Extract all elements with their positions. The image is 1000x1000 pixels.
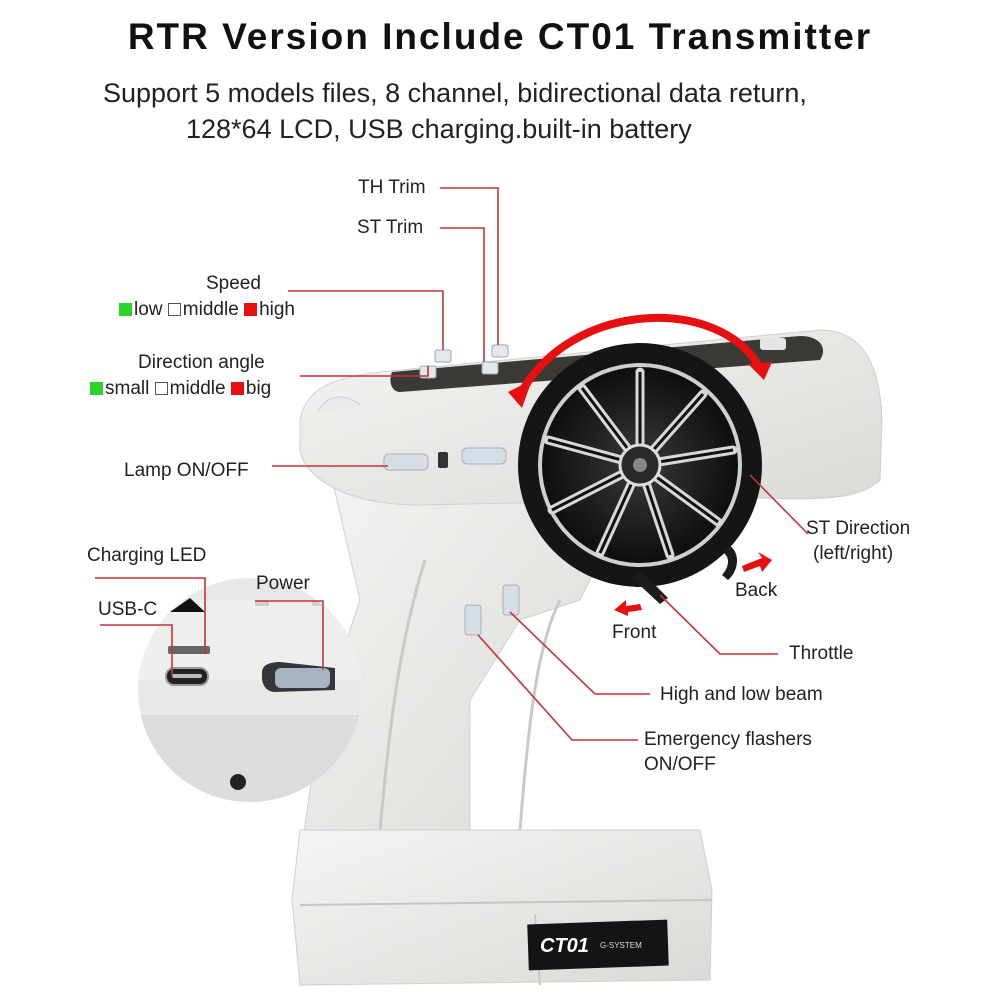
th-trim-label: TH Trim — [358, 177, 426, 198]
direction-big: big — [245, 378, 272, 399]
lamp-label: Lamp ON/OFF — [124, 460, 249, 481]
front-arrow-icon — [614, 600, 642, 616]
st-trim-button — [481, 361, 499, 375]
high-low-beam-label: High and low beam — [660, 684, 823, 705]
page-title: RTR Version Include CT01 Transmitter — [127, 16, 873, 57]
white-square-icon — [154, 382, 168, 395]
st-trim-label: ST Trim — [357, 217, 424, 238]
leader-lines — [95, 187, 809, 741]
emergency-flashers-button — [464, 604, 482, 636]
emergency-flashers-sublabel: ON/OFF — [644, 754, 716, 775]
speed-high: high — [259, 299, 295, 320]
direction-angle-label: Direction angle — [138, 352, 265, 373]
white-square-icon — [167, 303, 181, 316]
back-label: Back — [735, 580, 778, 601]
speed-legend: low middle high — [119, 299, 295, 321]
green-square-icon — [119, 303, 132, 316]
throttle-label: Throttle — [789, 643, 854, 664]
throttle-trigger — [632, 545, 737, 604]
ct01-badge-logo: CT01 — [540, 935, 589, 957]
back-arrow-icon — [742, 552, 772, 572]
speed-button — [434, 349, 452, 363]
green-square-icon — [90, 382, 103, 395]
ct01-badge-system: G-SYSTEM — [600, 941, 642, 950]
battery-base: CT01 G-SYSTEM — [291, 829, 713, 986]
subtitle-line-1: Support 5 models files, 8 channel, bidir… — [103, 78, 807, 108]
red-square-icon — [230, 382, 244, 395]
usb-c-label: USB-C — [98, 599, 158, 620]
front-label: Front — [612, 622, 657, 643]
steering-wheel — [518, 343, 762, 587]
speed-middle: middle — [182, 299, 239, 320]
subtitle-line-2: 128*64 LCD, USB charging.built-in batter… — [186, 114, 692, 144]
direction-small: small — [105, 378, 150, 399]
th-trim-button — [491, 344, 509, 358]
power-label: Power — [256, 573, 310, 594]
speed-low: low — [134, 299, 163, 320]
direction-middle: middle — [169, 378, 226, 399]
charging-led-label: Charging LED — [87, 545, 207, 566]
speed-label: Speed — [206, 273, 261, 294]
st-direction-label: ST Direction — [806, 518, 911, 539]
st-direction-sublabel: (left/right) — [813, 543, 894, 564]
steering-direction-arrow-icon — [508, 314, 772, 408]
lamp-button — [383, 453, 429, 471]
beam-button — [502, 584, 520, 616]
red-square-icon — [244, 303, 258, 316]
direction-angle-legend: small middle big — [90, 378, 271, 400]
emergency-flashers-label: Emergency flashers — [644, 729, 812, 750]
